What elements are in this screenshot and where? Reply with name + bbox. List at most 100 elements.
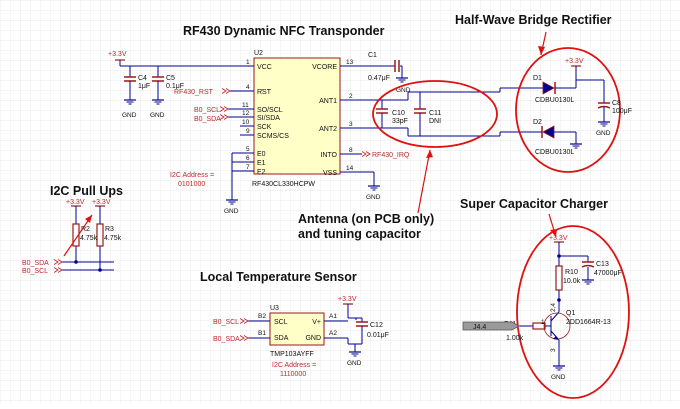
u2-pin-e0: E0 <box>257 151 266 158</box>
supercap-highlight-ellipse <box>516 225 630 399</box>
q1-pin3: 3 <box>550 348 557 352</box>
heading-transponder: RF430 Dynamic NFC Transponder <box>183 24 385 38</box>
u3-vcc-label: +3.3V <box>338 296 357 303</box>
c1-value: 0.47μF <box>368 75 390 82</box>
c5-ref: C5 <box>166 75 175 82</box>
c1-gnd-label: GND <box>396 87 411 94</box>
rectifier-vcc-label: +3.3V <box>565 58 584 65</box>
d2-part: CDBU0130L <box>535 149 574 156</box>
u2-pin-vcc: VCC <box>257 64 272 71</box>
c8-capacitor <box>597 102 611 127</box>
d2-ref: D2 <box>533 119 542 126</box>
pullup-vcc-label-2: +3.3V <box>92 199 111 206</box>
u2-pin-sck: SCK <box>257 124 272 131</box>
c10-capacitor <box>376 108 388 117</box>
c10-ref: C10 <box>392 110 405 117</box>
r2-value: 4.75k <box>80 235 98 242</box>
u3-pin-vplus: V+ <box>312 319 321 326</box>
u3-pin-b1: B1 <box>258 330 266 337</box>
u3-body <box>269 312 325 346</box>
q1-pin1: 1 <box>541 319 545 326</box>
u2-pin-num-9: 9 <box>246 128 250 135</box>
u2-pin-into: INTO <box>320 152 337 159</box>
r10-ref: R10 <box>565 269 578 276</box>
c10-value: 33pF <box>392 118 408 125</box>
pullup-net-scl: B0_SCL <box>22 268 48 275</box>
c12-value: 0.01μF <box>367 332 389 339</box>
antenna-highlight-ellipse <box>372 80 498 148</box>
c4-value: 1μF <box>138 83 150 90</box>
antenna-note-line1: Antenna (on PCB only) <box>298 212 434 226</box>
u3-net-sda: B0_SDA <box>213 336 240 343</box>
u2-pin-scms-cs: SCMS/CS <box>257 133 289 140</box>
u2-pin-num-5: 5 <box>246 146 250 153</box>
u2-pin-e2: E2 <box>257 169 266 176</box>
c1-capacitor <box>394 60 409 83</box>
c11-ref: C11 <box>429 110 441 117</box>
u3-pin-gnd: GND <box>305 335 321 342</box>
j4-label: J4.4 <box>473 324 486 331</box>
u2-vss-gnd-label: GND <box>366 194 381 201</box>
c13-capacitor <box>581 261 595 285</box>
rectifier-highlight-ellipse <box>515 47 621 173</box>
antenna-note-line2: and tuning capacitor <box>298 227 421 241</box>
u2-pin-num-2: 2 <box>349 93 353 100</box>
r2-ref: R2 <box>81 226 90 233</box>
u3-pin-b2: B2 <box>258 313 266 320</box>
q1-ref: Q1 <box>566 310 575 317</box>
rectifier-arrow-head <box>538 46 545 55</box>
c13-value: 47000μF <box>594 270 622 277</box>
d1-diode <box>531 81 576 95</box>
c4-gnd-label: GND <box>122 112 137 119</box>
r11-resistor <box>532 322 546 330</box>
d1-ref: D1 <box>533 75 542 82</box>
c12-capacitor <box>356 321 368 330</box>
u2-pin-num-14: 14 <box>346 165 354 172</box>
u3-pin-a1: A1 <box>329 313 337 320</box>
c5-gnd-label: GND <box>150 112 165 119</box>
u3-pin-sda: SDA <box>274 335 289 342</box>
u2-pin-num-4: 4 <box>246 84 250 91</box>
c4-capacitor <box>123 76 137 105</box>
c8-gnd-label: GND <box>596 130 611 137</box>
u2-pin-num-1: 1 <box>246 59 250 66</box>
c5-value: 0.1μF <box>166 83 184 90</box>
u2-pin-num-12: 12 <box>242 110 250 117</box>
u3-chip: U3 TMP103AYFF SCL SDA V+ GND B2 B1 A1 A2 <box>258 305 337 358</box>
c13-ref: C13 <box>596 261 609 268</box>
r11-value: 1.00k <box>506 335 524 342</box>
c12-ref: C12 <box>370 322 383 329</box>
c4-ref: C4 <box>138 75 147 82</box>
u2-pin-vcore: VCORE <box>312 64 337 71</box>
u2-pin-vss: VSS <box>323 170 337 177</box>
u2-net-sda: B0_SDA <box>194 116 221 123</box>
u2-pin-num-8: 8 <box>349 147 353 154</box>
u2-pin-num-7: 7 <box>246 164 250 171</box>
u2-pin-rst: RST <box>257 89 272 96</box>
net-rf430-rst: RF430_RST <box>174 89 214 96</box>
u2-chip: U2 RF430CL330HCPW 1 4 11 12 10 9 5 6 7 <box>240 50 356 188</box>
vcc-symbol-u2 <box>114 59 126 67</box>
u2-pin-num-13: 13 <box>346 59 354 66</box>
heading-supercap: Super Capacitor Charger <box>460 197 608 211</box>
heading-rectifier: Half-Wave Bridge Rectifier <box>455 13 612 27</box>
u2-addr-value: 0101000 <box>178 181 205 188</box>
u3-ref: U3 <box>270 305 279 312</box>
j4-connector: J4.4 <box>462 321 520 331</box>
u3-part: TMP103AYFF <box>270 351 314 358</box>
r3-resistor <box>96 223 104 247</box>
u3-gnd-label: GND <box>347 360 362 367</box>
u2-addr-label: I2C Address = <box>170 172 214 179</box>
net-rf430-irq: RF430_IRQ <box>372 152 410 159</box>
q1-part: 2DD1664R-13 <box>566 319 611 326</box>
pullup-arrow-line <box>63 214 93 257</box>
pullup-vcc-label-1: +3.3V <box>66 199 85 206</box>
d2-diode <box>531 125 576 139</box>
q1-pin2-4: 2,4 <box>550 303 557 312</box>
pullup-net-sda: B0_SDA <box>22 260 49 267</box>
c5-capacitor <box>151 76 165 105</box>
u3-pin-scl: SCL <box>274 319 288 326</box>
c8-ref: C8 <box>612 100 621 107</box>
